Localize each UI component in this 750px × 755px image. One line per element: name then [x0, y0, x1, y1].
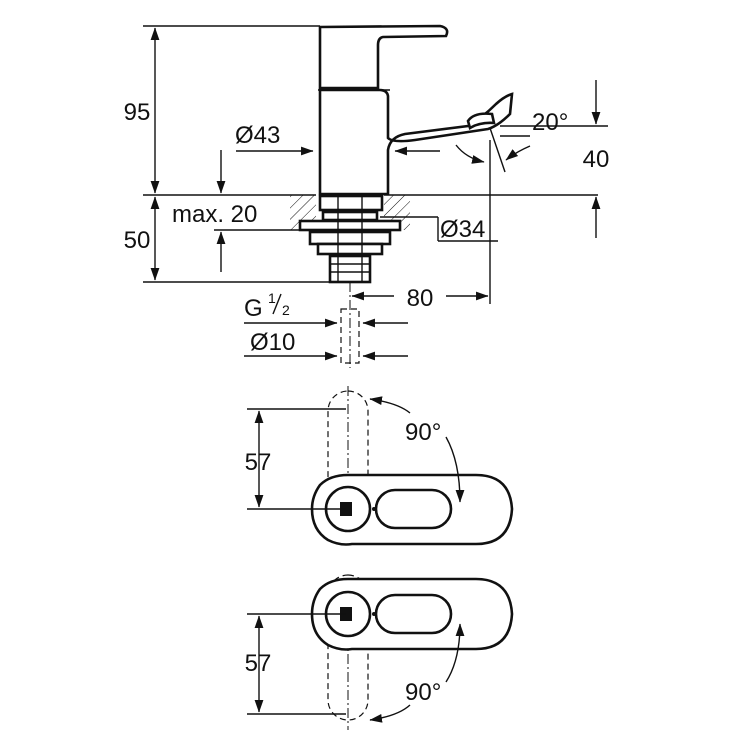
dim-57-lower-label: 57: [245, 650, 272, 677]
shank-assembly: [298, 194, 402, 284]
spout-aerator: [466, 112, 496, 130]
dim-d10-label: Ø10: [250, 329, 295, 356]
thread-fraction-num: 1: [268, 290, 276, 306]
dim-max20-label: max. 20: [172, 201, 257, 228]
top-view-upper: 57 90°: [245, 386, 514, 546]
tail-pipe: [340, 308, 360, 364]
side-view: 95 50 max. 20: [124, 24, 610, 368]
tap-body: [318, 88, 514, 196]
thread-fraction-den: 2: [282, 302, 290, 318]
dim-95-label: 95: [124, 99, 151, 126]
dim-40-label: 40: [583, 146, 610, 173]
top-view-lower: 57 90°: [245, 574, 514, 730]
lever-handle: [318, 24, 449, 90]
dim-d34-label: Ø34: [440, 216, 485, 243]
dim-d43-label: Ø43: [235, 122, 280, 149]
lever-rotated-outline: [327, 390, 369, 538]
dim-20deg-label: 20°: [532, 109, 568, 136]
dim-50-label: 50: [124, 227, 151, 254]
dim-80-label: 80: [407, 285, 434, 312]
thread-label: G: [244, 295, 263, 322]
dim-90deg-lower-label: 90°: [405, 679, 441, 706]
dim-90deg-upper-label: 90°: [405, 419, 441, 446]
dim-57-upper-label: 57: [245, 449, 272, 476]
